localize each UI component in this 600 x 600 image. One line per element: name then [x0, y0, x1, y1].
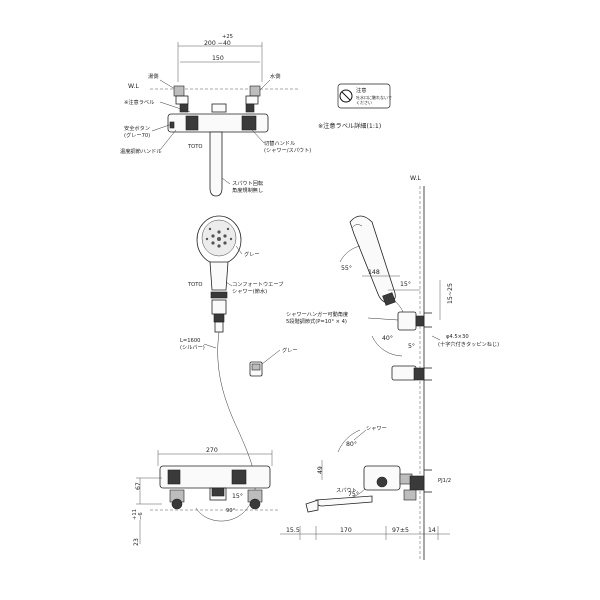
spout-note-1: スパウト回転 [232, 179, 263, 187]
side-view-bottom: シャワー 80° 75° 49 PJ1/2 スパウト 15.5 170 97±5… [280, 425, 451, 540]
angle-15-bottom: 15° [232, 492, 243, 500]
angle-80: 80° [346, 440, 357, 448]
dim-200-40: 200 −40 [204, 40, 231, 47]
caution-label-box [337, 83, 391, 109]
front-view-bottom: 270 15° 90° 67 +11 −6 23 [132, 447, 280, 546]
hose-length: L=1600 [180, 338, 200, 344]
label-text-1: 注意 [356, 86, 366, 94]
angle-15: 15° [400, 280, 411, 288]
cold-side-label: 水側 [270, 72, 280, 80]
screw-type: (十字穴付きタッピンねじ) [438, 340, 499, 348]
dim-67: 67 [135, 482, 142, 490]
front-view-top: +25 200 −40 150 W.L 湯側 水側 ※注意ラベル 安全ボタン (… [120, 34, 392, 197]
dim-14: 14 [428, 527, 436, 534]
temp-handle-label: 温度調節ハンドル [120, 147, 162, 155]
label-text-2: 吐水口に触れないで [356, 94, 392, 100]
dim-49: 49 [317, 466, 324, 474]
shower-assembly: グレー TOTO コンフォートウエーブ シャワー(節水) L=1600 (シルバ… [180, 215, 298, 522]
spout-label: スパウト [336, 486, 357, 494]
angle-75: 75° [348, 490, 359, 498]
spout-note-2: 角度規制無し [232, 186, 263, 194]
wl-label: W.L [128, 83, 139, 90]
angle-5: 5° [408, 342, 415, 350]
dim-170: 170 [340, 527, 352, 534]
angle-55: 55° [341, 264, 352, 272]
dim-minus6: −6 [138, 512, 144, 520]
dim-270: 270 [206, 447, 218, 454]
head-grey-label: グレー [244, 250, 260, 258]
angle-40: 40° [382, 334, 393, 342]
shower-model-2: シャワー(節水) [232, 287, 267, 295]
switch-handle-sub: (シャワー/スパウト) [264, 146, 311, 154]
angle-90-bottom: 90° [226, 508, 236, 514]
shower-outlet-label: シャワー [366, 425, 387, 432]
label-text-3: ください [356, 99, 372, 105]
dim-plus11: +11 [132, 509, 138, 520]
hose-color: (シルバー) [180, 344, 205, 351]
hanger-grey-label: グレー [282, 346, 298, 354]
switch-handle-label: 切替ハンドル [264, 139, 295, 147]
dim-97: 97±5 [392, 527, 409, 534]
pipe-thread: PJ1/2 [438, 478, 451, 484]
hanger-angle-label-1: シャワーハンガー可動角度 [286, 310, 348, 318]
label-detail-title: ※注意ラベル詳細(1:1) [318, 122, 381, 130]
dim-15-25: 15~25 [447, 283, 454, 304]
dim-148: 148 [368, 269, 380, 276]
shower-model-1: コンフォートウエーブ [232, 280, 283, 288]
safety-button-sub: (グレー70) [124, 131, 150, 139]
hot-side-label: 湯側 [148, 72, 158, 80]
safety-button-label: 安全ボタン [124, 124, 150, 132]
dim-150: 150 [212, 55, 224, 62]
caution-label-callout: ※注意ラベル [124, 98, 154, 106]
side-wl-label: W.L [410, 175, 421, 182]
dim-23: 23 [133, 538, 140, 546]
brand-front: TOTO [187, 144, 203, 150]
dim-plus25: +25 [222, 34, 233, 40]
screw-spec: φ4.5×30 [446, 334, 469, 340]
shower-brand: TOTO [187, 282, 203, 288]
dim-15-5: 15.5 [286, 527, 300, 534]
hanger-angle-label-2: 5段階調節式(P=10° × 4) [286, 317, 347, 325]
nozzle-pattern-icon [205, 227, 233, 248]
side-view-top: W.L 55° 148 15° 15~25 シャワーハンガー可動角度 5段階調節… [286, 175, 499, 560]
